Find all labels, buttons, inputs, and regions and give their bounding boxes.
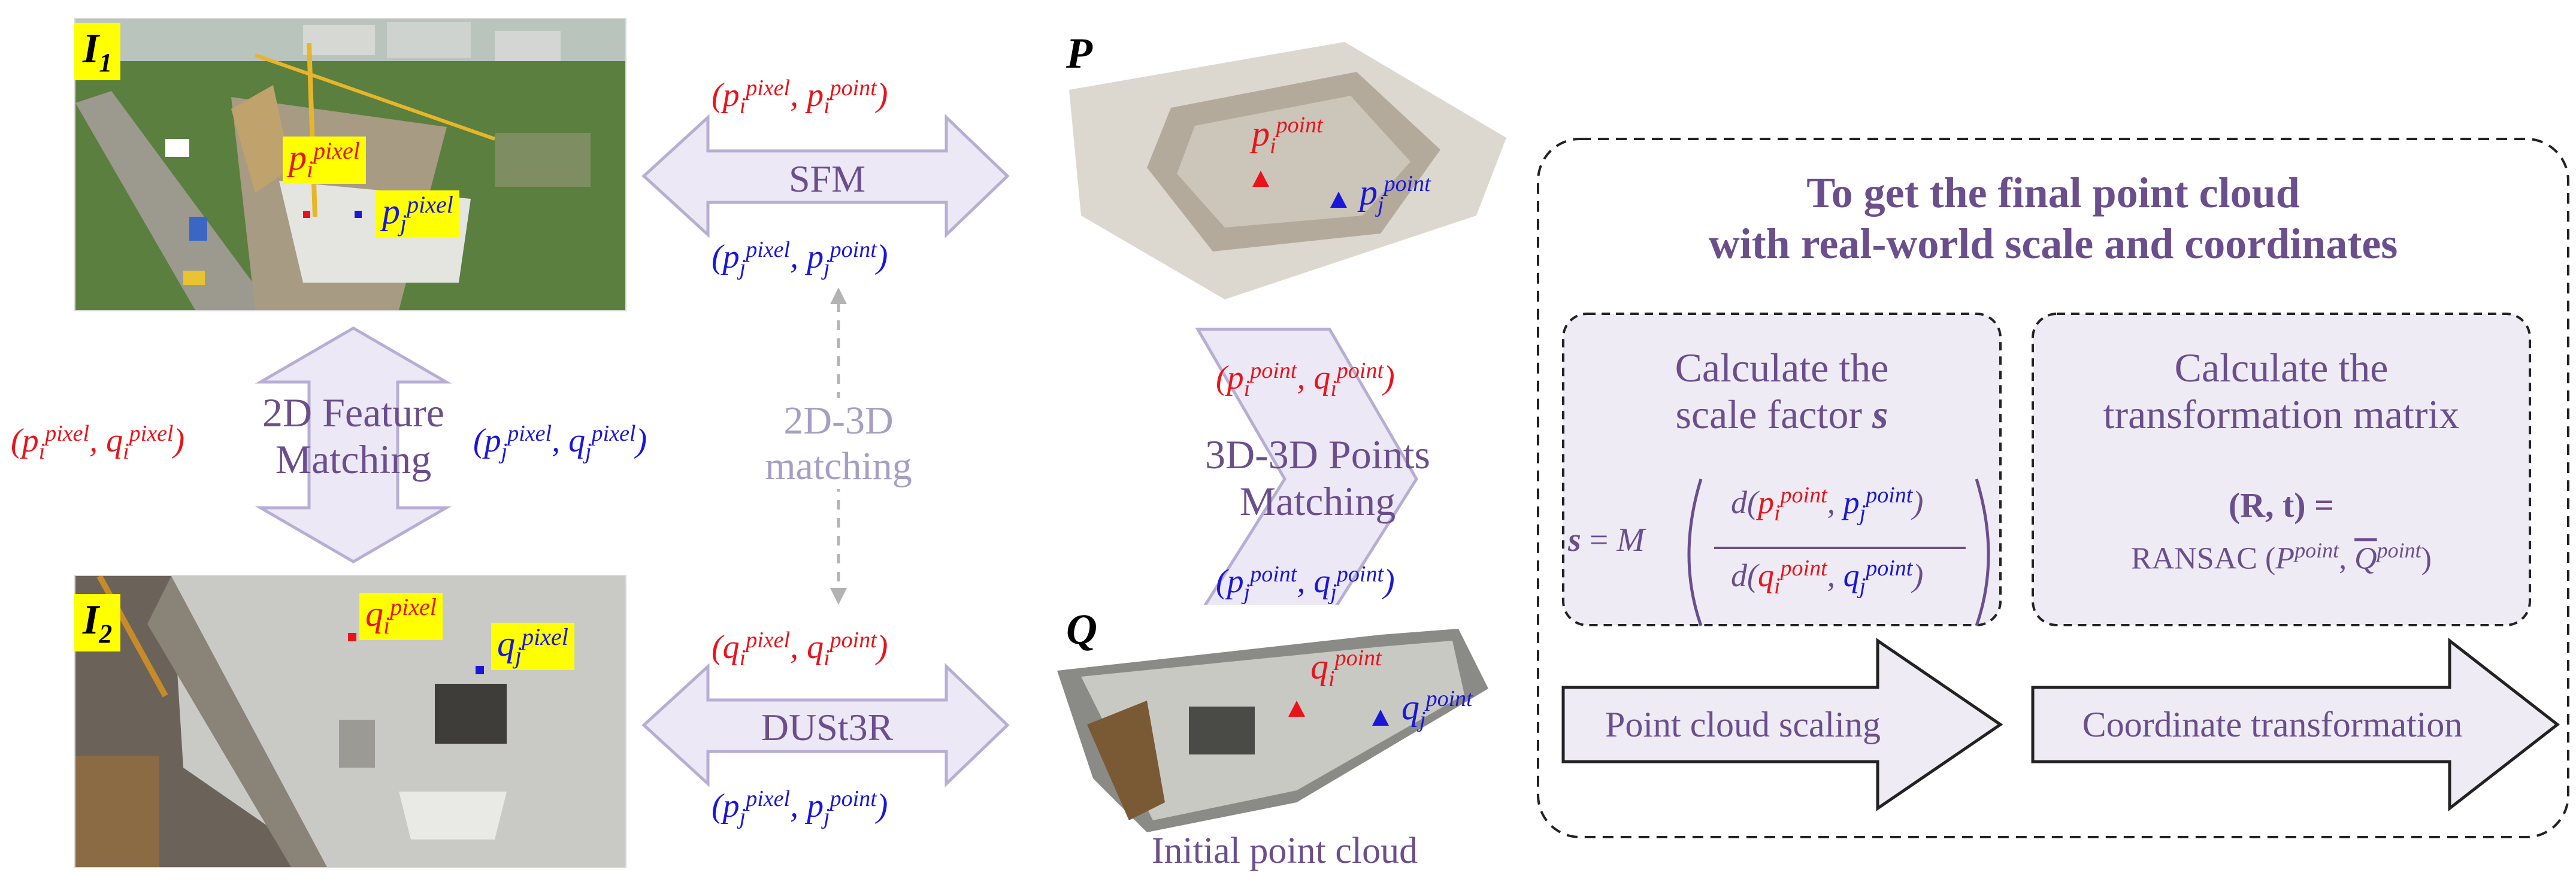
point-cloud-p-image bbox=[1045, 18, 1524, 311]
transform-formula-rhs: RANSAC (Ppoint, Qpoint) bbox=[2131, 538, 2432, 576]
point-cloud-q bbox=[1045, 605, 1524, 841]
i2-pixel-label-qj: qjpixel bbox=[491, 623, 574, 670]
transform-box-border bbox=[2032, 313, 2531, 626]
transform-box-heading: Calculate the transformation matrix bbox=[2033, 344, 2530, 438]
i1-pixel-label-pi: pipixel bbox=[283, 137, 366, 184]
points3d-matching-label: 3D-3D Points Matching bbox=[1174, 431, 1461, 525]
point-cloud-scaling-arrow bbox=[1561, 638, 2003, 811]
feature-pair-j: (pjpixel, qjpixel) bbox=[473, 421, 647, 465]
sfm-arrow bbox=[641, 114, 1010, 238]
initial-point-cloud-caption: Initial point cloud bbox=[1151, 831, 1418, 871]
point-cloud-p-label: P bbox=[1066, 29, 1092, 77]
points3d-matching-line1: 3D-3D Points bbox=[1205, 432, 1430, 477]
match23-arrowhead-down bbox=[830, 588, 847, 605]
match23-line1: 2D-3D bbox=[783, 399, 894, 443]
dust3r-pair-j: (pjpixel, pjpoint) bbox=[712, 786, 888, 830]
scale-formula-denominator: d(qipoint, qjpoint) bbox=[1731, 556, 1924, 599]
match23-line2: matching bbox=[765, 444, 912, 488]
transform-box-line2: transformation matrix bbox=[2103, 392, 2460, 438]
points3d-pair-j: (pjpoint, qjpoint) bbox=[1216, 562, 1395, 605]
scale-formula-lhs: s = M bbox=[1568, 522, 1645, 559]
coordinate-transformation-arrow bbox=[2031, 637, 2560, 812]
scale-box-line1: Calculate the bbox=[1675, 345, 1889, 390]
point-cloud-q-label: Q bbox=[1066, 605, 1097, 653]
coordinate-transformation-label: Coordinate transformation bbox=[2082, 705, 2463, 744]
i2-pixel-label-qi: qipixel bbox=[359, 593, 443, 640]
point-cloud-scaling-label: Point cloud scaling bbox=[1605, 705, 1881, 744]
point-cloud-q-image bbox=[1045, 605, 1524, 841]
image-i2-badge: I2 bbox=[74, 594, 121, 651]
feature-matching-label: 2D Feature Matching bbox=[228, 389, 479, 483]
p-point-label-pi: pipoint bbox=[1252, 113, 1323, 159]
scale-formula-numerator: d(pipoint, pjpoint) bbox=[1731, 483, 1924, 526]
points3d-pair-i: (pipoint, qipoint) bbox=[1216, 358, 1395, 402]
feature-matching-line2: Matching bbox=[275, 437, 432, 483]
formula-left-paren bbox=[1687, 478, 1703, 626]
dust3r-arrow bbox=[641, 663, 1010, 787]
transform-formula-lhs: (R, t) = bbox=[2228, 486, 2335, 525]
formula-right-paren bbox=[1975, 478, 1990, 626]
sfm-pair-i: (pipixel, pipoint) bbox=[712, 75, 888, 119]
q-point-label-qi: qipoint bbox=[1310, 645, 1382, 692]
image-i1-badge: I1 bbox=[74, 23, 121, 80]
dust3r-label: DUSt3R bbox=[761, 706, 894, 748]
scale-box-heading: Calculate the scale factor s bbox=[1563, 344, 2000, 438]
point-cloud-p bbox=[1045, 18, 1524, 311]
final-panel-title-line1: To get the final point cloud bbox=[1806, 169, 2300, 217]
i1-pixel-label-pj: pjpixel bbox=[376, 190, 459, 238]
match23-arrowhead-up bbox=[830, 287, 847, 304]
match23-label: 2D-3D matching bbox=[737, 398, 940, 489]
dust3r-pair-i: (qipixel, qipoint) bbox=[712, 628, 888, 671]
feature-pair-i: (pipixel, qipixel) bbox=[11, 421, 185, 465]
sfm-pair-j: (pjpixel, pjpoint) bbox=[712, 237, 888, 281]
q-point-label-qj: qjpoint bbox=[1401, 686, 1473, 732]
final-panel-title: To get the final point cloud with real-w… bbox=[1538, 168, 2568, 269]
scale-box-line2: scale factor s bbox=[1675, 392, 1888, 438]
feature-matching-line1: 2D Feature bbox=[262, 390, 444, 435]
points3d-matching-line2: Matching bbox=[1239, 478, 1396, 525]
p-point-label-pj: pjpoint bbox=[1360, 171, 1431, 217]
feature-matching-arrow bbox=[255, 326, 452, 563]
final-panel-title-line2: with real-world scale and coordinates bbox=[1708, 219, 2398, 268]
transform-box-line1: Calculate the bbox=[2174, 345, 2389, 390]
sfm-label: SFM bbox=[788, 157, 866, 200]
